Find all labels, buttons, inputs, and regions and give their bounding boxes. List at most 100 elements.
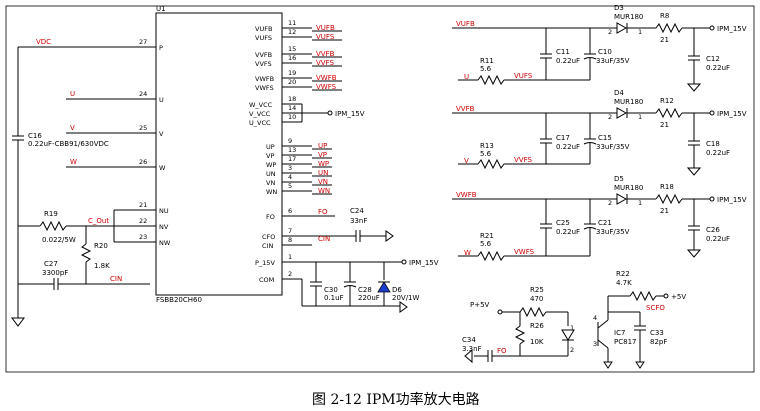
pin-name: VVFS: [255, 60, 272, 68]
led-icon: [561, 329, 575, 341]
pin-name: VUFS: [255, 34, 272, 42]
pin-name: VP: [266, 152, 274, 160]
r13-value: 5.6: [480, 150, 492, 158]
r25-ref: R25: [530, 286, 544, 294]
pin-num: 14: [288, 104, 296, 112]
c12-value: 0.22uF: [706, 64, 730, 72]
c24-value: 33nF: [350, 217, 367, 225]
ipm15-label: IPM_15V: [717, 25, 747, 33]
ground-icon: [686, 249, 702, 258]
c15-value: 33uF/35V: [596, 143, 630, 151]
r8-value: 21: [660, 36, 669, 44]
pin-num: 15: [288, 45, 296, 53]
c27-ref: C27: [44, 260, 58, 268]
pin-num: 3: [593, 340, 597, 348]
pin-num: 24: [139, 90, 147, 98]
net-label: SCFO: [646, 304, 665, 312]
pin-name: WP: [266, 161, 276, 169]
c11-value: 0.22uF: [556, 57, 580, 65]
c28-value: 220uF: [358, 294, 380, 302]
pin-num: 1: [638, 28, 642, 36]
pin-num: 11: [288, 19, 296, 27]
c21-value: 33uF/35V: [596, 228, 630, 236]
d4-value: MUR180: [614, 98, 643, 106]
pin-name: VN: [266, 179, 275, 187]
net-label: VWFB: [316, 74, 337, 82]
r13-ref: R13: [480, 142, 494, 150]
ground-icon: [464, 348, 473, 364]
pin-name: P_15V: [255, 259, 275, 267]
pin-name: V_VCC: [249, 110, 271, 118]
ic-part: FSBB20CH60: [156, 296, 202, 304]
ipm15-label-1: IPM_15V: [335, 110, 365, 118]
net-label: W: [464, 249, 471, 257]
c15-ref: C15: [598, 134, 612, 142]
net-label: CIN: [110, 275, 122, 283]
r19-ref: R19: [44, 210, 58, 218]
net-label: VWFS: [514, 248, 535, 256]
pin-name: VWFB: [255, 75, 274, 83]
pin-name: VWFS: [255, 84, 274, 92]
net-label: W: [70, 158, 77, 166]
ipm15-label: IPM_15V: [717, 196, 747, 204]
diode-icon: [616, 22, 628, 34]
c10-ref: C10: [598, 48, 612, 56]
r12-value: 21: [660, 121, 669, 129]
c16-ref: C16: [28, 132, 42, 140]
net-label: VUFS: [514, 72, 533, 80]
pin-name: UN: [266, 170, 276, 178]
pin-num: 10: [288, 113, 296, 121]
pin-num: 25: [139, 124, 147, 132]
c16-value: 0.22uF-CBB91/630VDC: [28, 140, 109, 148]
net-label: VVFS: [514, 156, 532, 164]
pin-name: VVFB: [255, 51, 272, 59]
r21-ref: R21: [480, 232, 494, 240]
net-label: VVFS: [316, 59, 334, 67]
d6-value: 20V/1W: [392, 294, 420, 302]
bootstrap-section-v: VVFB D4 MUR180 2 1 IPM_15V R12 21 C18 0.…: [452, 89, 747, 176]
pin-name: NV: [159, 223, 169, 231]
d6-ref: D6: [392, 286, 402, 294]
pin-name: U_VCC: [249, 119, 271, 127]
pin-num: 17: [288, 155, 296, 163]
net-label: C_Out: [88, 217, 109, 225]
c26-ref: C26: [706, 226, 720, 234]
c24-ref: C24: [350, 207, 364, 215]
r18-value: 21: [660, 207, 669, 215]
pin-num: 2: [608, 199, 612, 207]
d5-ref: D5: [614, 175, 624, 183]
pin-num: 12: [288, 28, 296, 36]
ground-icon: [686, 167, 702, 176]
net-label: VUFS: [316, 33, 335, 41]
zener-diode-icon: [377, 281, 391, 293]
net-label: CIN: [318, 235, 330, 243]
c34-value: 3.3nF: [462, 345, 482, 353]
net-label: WN: [318, 187, 330, 195]
net-label: VUFB: [316, 24, 335, 32]
r25-value: 470: [530, 295, 543, 303]
pin-num: 22: [139, 217, 147, 225]
pin-name: CFO: [262, 233, 275, 241]
pin-name: U: [159, 96, 164, 104]
pin-num: 8: [288, 236, 292, 244]
ipm15-label: IPM_15V: [717, 110, 747, 118]
bootstrap-section-w: VWFB D5 MUR180 2 1 IPM_15V R18 21 C26 0.…: [452, 175, 747, 262]
pin-num: 20: [288, 78, 296, 86]
c18-ref: C18: [706, 140, 720, 148]
net-label: VP: [318, 151, 327, 159]
pin-num: 2: [570, 346, 574, 354]
net-label: UN: [318, 169, 328, 177]
ic7-ref: IC7: [614, 329, 625, 337]
net-label: U: [464, 73, 469, 81]
ic-signal-labels: VUFB VUFS VVFB VVFS VWFB VWFS UP VP WP U…: [312, 24, 342, 217]
c17-value: 0.22uF: [556, 143, 580, 151]
pin-num: 3: [288, 164, 292, 172]
pin-num: 9: [288, 137, 292, 145]
pin-num: 21: [139, 201, 147, 209]
pin-name: V: [159, 130, 164, 138]
pin-num: 4: [593, 314, 597, 322]
p5v2-label: +5V: [671, 293, 686, 301]
pin-num: 6: [288, 207, 292, 215]
pin-num: 18: [288, 95, 296, 103]
